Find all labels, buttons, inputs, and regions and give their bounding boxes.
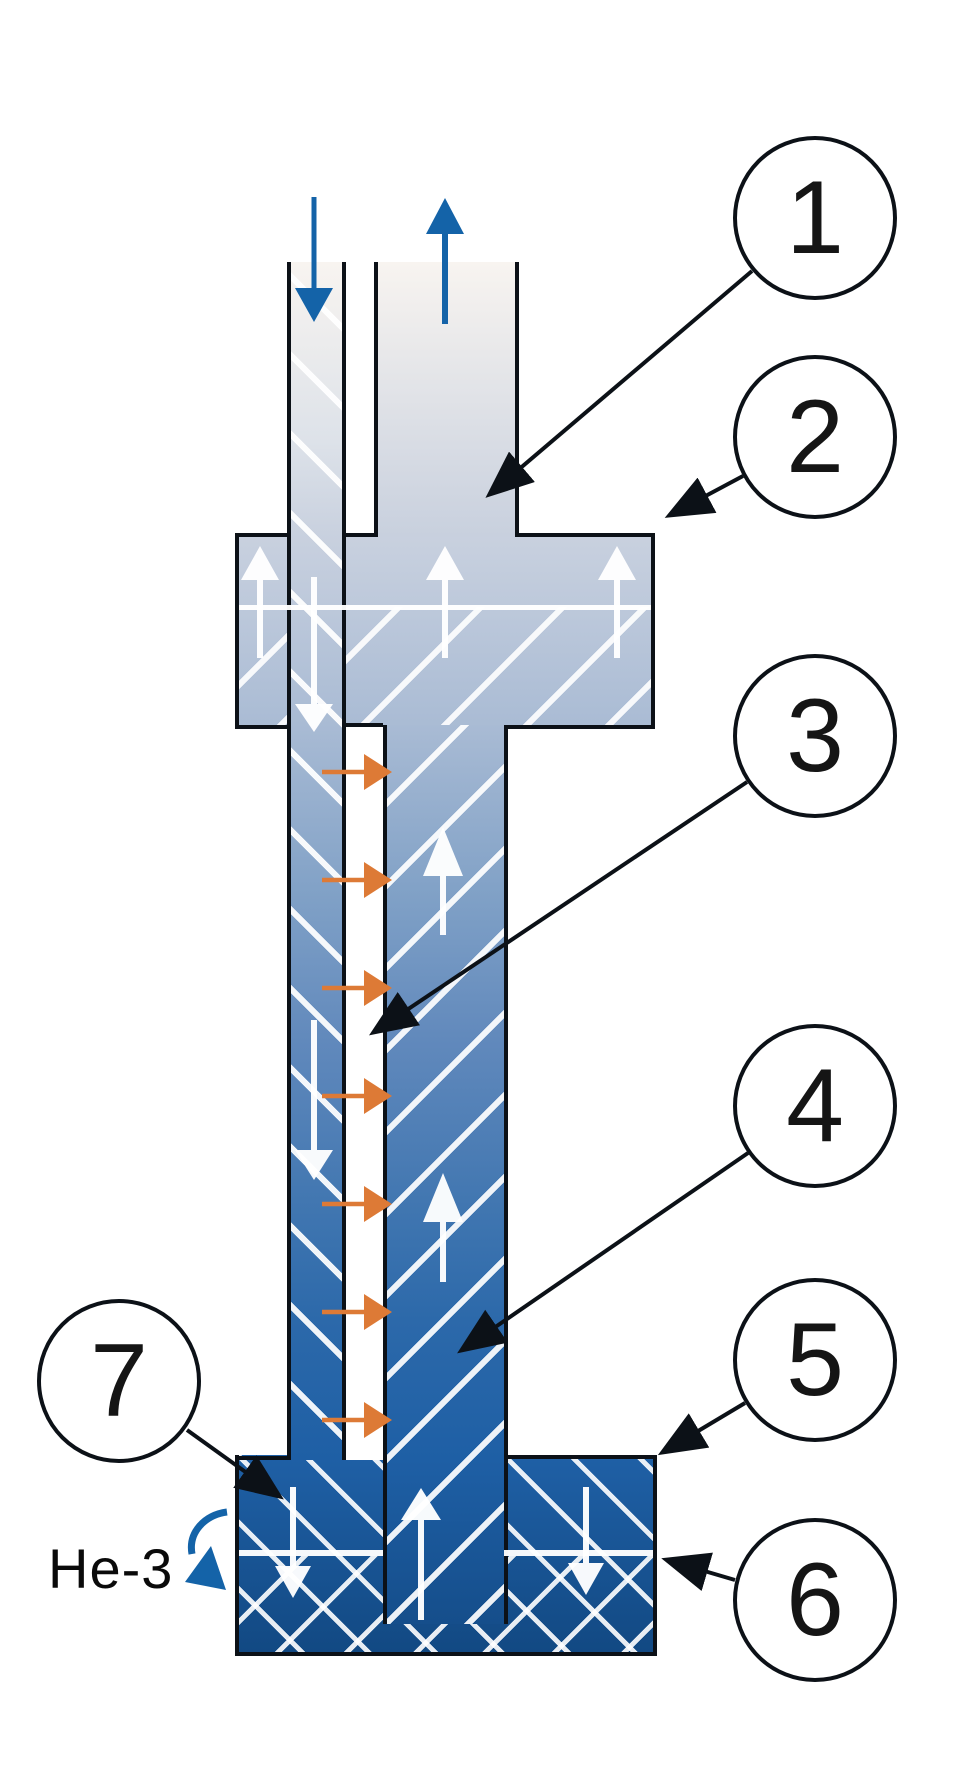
callout-2-number: 2	[786, 379, 844, 495]
callout-7: 7	[37, 1299, 201, 1463]
flow-down-arrow	[275, 1487, 311, 1598]
he3-circulation-arrowhead	[185, 1546, 226, 1590]
flow-up-arrow	[426, 546, 464, 658]
heat-flow-arrow	[322, 1186, 392, 1222]
flow-down-arrow	[295, 1020, 333, 1180]
callout-leader-4	[457, 1151, 750, 1354]
callout-5: 5	[733, 1278, 897, 1442]
he3-circulation-arrow	[187, 1508, 228, 1555]
callout-leader-2	[664, 474, 744, 518]
callout-4-number: 4	[786, 1048, 844, 1164]
inlet-tube	[287, 262, 346, 1460]
outlet-flow-arrow	[426, 198, 464, 324]
callout-2: 2	[733, 355, 897, 519]
callout-6: 6	[733, 1518, 897, 1682]
heat-flow-arrow	[322, 862, 392, 898]
phase-boundary-line-left	[239, 1550, 383, 1556]
tube-gap-upper	[346, 262, 378, 537]
flow-down-arrow	[295, 577, 333, 732]
flow-up-arrow	[423, 827, 463, 935]
phase-boundary-line-right	[504, 1550, 653, 1556]
flange-bottom-edge-left	[235, 725, 291, 729]
flange-top-edge-right	[519, 533, 655, 537]
callout-1: 1	[733, 136, 897, 300]
callout-6-number: 6	[786, 1542, 844, 1658]
callout-leader-5	[657, 1401, 747, 1456]
inlet-flow-arrow	[295, 197, 333, 322]
flow-up-arrow	[423, 1173, 463, 1282]
heat-flow-arrow	[322, 754, 392, 790]
he3-label: He-3	[48, 1537, 174, 1600]
callout-3: 3	[733, 654, 897, 818]
callout-1-number: 1	[786, 160, 844, 276]
heat-flow-arrow	[322, 1078, 392, 1114]
callout-4: 4	[733, 1024, 897, 1188]
callout-7-number: 7	[90, 1323, 148, 1439]
callout-leader-3	[369, 780, 749, 1036]
callout-leader-7	[185, 1428, 284, 1500]
flow-up-arrow	[401, 1488, 441, 1620]
callout-3-number: 3	[786, 678, 844, 794]
heat-flow-arrow	[322, 1402, 392, 1438]
heat-flow-arrow	[322, 1294, 392, 1330]
flange-bottom-edge-right	[504, 725, 655, 729]
callout-leader-6	[661, 1552, 736, 1592]
callout-5-number: 5	[786, 1302, 844, 1418]
flow-up-arrow	[241, 546, 279, 658]
flow-down-arrow	[568, 1487, 604, 1595]
heat-flow-arrow	[322, 970, 392, 1006]
flange-top-edge-left	[235, 533, 291, 537]
callout-leader-1	[485, 269, 754, 498]
flow-up-arrow	[598, 546, 636, 658]
chamber-top-edge-right	[504, 1455, 657, 1459]
